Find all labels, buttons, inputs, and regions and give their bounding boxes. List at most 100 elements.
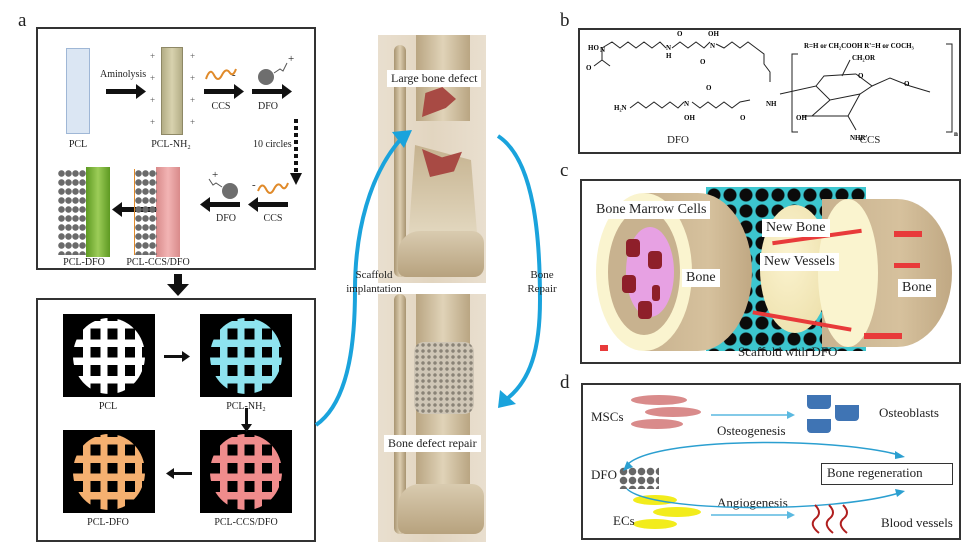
ccs-glyco-o: O — [904, 80, 910, 88]
dfo-o3: O — [700, 58, 706, 66]
osteoblasts-label: Osteoblasts — [879, 405, 939, 420]
bone-left-label: Bone — [682, 269, 720, 287]
mesh — [73, 318, 145, 394]
angiogenesis-label: Angiogenesis — [717, 495, 788, 510]
ccs-oh: OH — [796, 114, 807, 122]
ccs-arrow-2 — [248, 197, 288, 212]
ccs-structure: R=H or CH₂COOH R'=H or COCH₃ CH₂OR O OH … — [779, 42, 958, 142]
ccs-ring-o: O — [858, 72, 864, 80]
cycles-label: 10 circles — [253, 139, 292, 150]
marrow-cell-icon — [652, 285, 660, 301]
ccs-ch2or: CH₂OR — [852, 54, 876, 62]
ccs-chain-icon — [257, 182, 289, 194]
panel-a-top-arrows — [106, 62, 302, 217]
dfo-ho: HO — [588, 44, 599, 52]
thumb-pcl-label: PCL — [98, 401, 118, 412]
osteoblast-icon — [807, 395, 831, 409]
marrow-cell-icon — [648, 251, 662, 269]
dfo-label-2: DFO — [215, 213, 237, 224]
dfo-o5: O — [740, 114, 746, 122]
mesh — [73, 434, 145, 510]
ccs-substituents: R=H or CH₂COOH R'=H or COCH₃ — [804, 42, 914, 50]
dfo-oh: OH — [708, 30, 719, 38]
bone-repair-illustration — [378, 294, 486, 542]
dfo-charge-plus: + — [288, 53, 295, 65]
marrow-cell-icon — [626, 239, 640, 257]
dfo-h2n: H₂N — [614, 104, 627, 112]
blood-vessels-label: Blood vessels — [881, 515, 953, 530]
dfo-o2: O — [677, 30, 683, 38]
arrowhead-icon — [498, 390, 516, 408]
marrow-cell-icon — [622, 275, 636, 293]
bone-marrow-cells-label: Bone Marrow Cells — [592, 201, 711, 219]
ankle-joint — [398, 231, 484, 277]
dfo-oh2: OH — [684, 114, 695, 122]
pcl-nh2-label: PCL-NH₂ — [151, 139, 191, 150]
pcl-nh2-bar — [161, 47, 183, 135]
thumb-pcl-dfo — [63, 430, 155, 513]
pcl-ccs-dfo-bar — [156, 167, 180, 257]
panel-a-scaffold-box: PCL PCL-NH₂ PCL-CCS/DFO PCL-DFO — [36, 298, 316, 542]
dfo-arrow-1 — [252, 84, 292, 99]
msc-cell-icon — [645, 407, 701, 417]
dfo-h: H — [666, 52, 672, 60]
ec-cell-icon — [653, 507, 701, 517]
new-vessels-label: New Vessels — [760, 253, 839, 271]
thumb-pcl — [63, 314, 155, 397]
scaffold-box-arrows — [164, 351, 252, 479]
dfo-particles-icon — [619, 467, 659, 489]
ec-cell-icon — [633, 519, 677, 529]
pcl-dfo-label: PCL-DFO — [63, 257, 105, 268]
dfo-to-angiogenesis-loop — [626, 488, 900, 509]
osteoblast-icon — [835, 405, 859, 421]
dfo-n2: N — [666, 44, 671, 52]
dfo-structure: HO N O N H O OH N O NH H₂N N OH O O — [586, 30, 777, 122]
pcl-dfo-coating — [58, 169, 86, 255]
ccs-name: CCS — [859, 134, 881, 146]
dfo-charge-plus-2: + — [212, 169, 219, 181]
repaired-scaffold-region — [414, 342, 474, 414]
ccs-nhr: NHR' — [850, 134, 868, 142]
dfo-n3: N — [710, 42, 715, 50]
ccs-label-2: CCS — [263, 213, 283, 224]
osteogenesis-label: Osteogenesis — [717, 423, 786, 438]
ecs-label: ECs — [613, 513, 635, 528]
pcl-bar — [66, 48, 90, 134]
dfo-name: DFO — [666, 134, 690, 146]
panel-c-letter: c — [560, 160, 569, 181]
panel-d-mechanism-box: MSCs Osteogenesis Osteoblasts DFO Bone r… — [581, 383, 961, 540]
panel-b-letter: b — [560, 10, 570, 31]
arrow-down-icon — [241, 408, 252, 432]
thumb-pcl-nh2-label: PCL-NH₂ — [226, 401, 266, 412]
pcl-nh2-charges-left: ++++ — [150, 51, 156, 127]
arrow-left-icon — [166, 468, 192, 479]
dfo-label-1: DFO — [257, 101, 279, 112]
thumb-pcl-dfo-label: PCL-DFO — [87, 517, 129, 528]
ankle-joint — [398, 484, 484, 534]
aminolysis-arrow — [106, 84, 146, 99]
bone-regeneration-label: Bone regeneration — [827, 465, 923, 480]
blood-vessels-icon — [811, 504, 848, 534]
mechanism-arrows — [623, 411, 905, 534]
thumb-pcl-ccs-dfo-label: PCL-CCS/DFO — [214, 517, 278, 528]
panel-c-illustration-box: Bone Marrow Cells Bone New Bone New Vess… — [580, 179, 961, 364]
arrowhead-icon — [787, 411, 795, 419]
new-bone-label: New Bone — [762, 219, 830, 237]
dfo-n: N — [600, 46, 605, 54]
ccs-chain-icon — [205, 68, 237, 80]
dfo-label: DFO — [591, 467, 618, 482]
panel-b-chemistry-box: HO N O N H O OH N O NH H₂N N OH O O R=H … — [578, 28, 961, 154]
scaffold-implantation-label: Scaffold implantation — [346, 268, 402, 296]
mesh — [210, 434, 282, 510]
marrow-cell-icon — [638, 301, 652, 319]
dfo-arrow-2 — [200, 197, 240, 212]
ccs-n-subscript: n — [954, 130, 958, 138]
vessel-icon — [894, 263, 920, 268]
thumb-pcl-ccs-dfo — [200, 430, 292, 513]
bone-repair-line2: Repair — [527, 283, 557, 295]
vessel-icon — [864, 333, 902, 339]
ccs-charge-minus: - — [232, 69, 236, 81]
msc-cell-icon — [631, 395, 687, 405]
cycles-dotted-arrow — [290, 119, 302, 185]
dfo-nh: NH — [766, 100, 777, 108]
